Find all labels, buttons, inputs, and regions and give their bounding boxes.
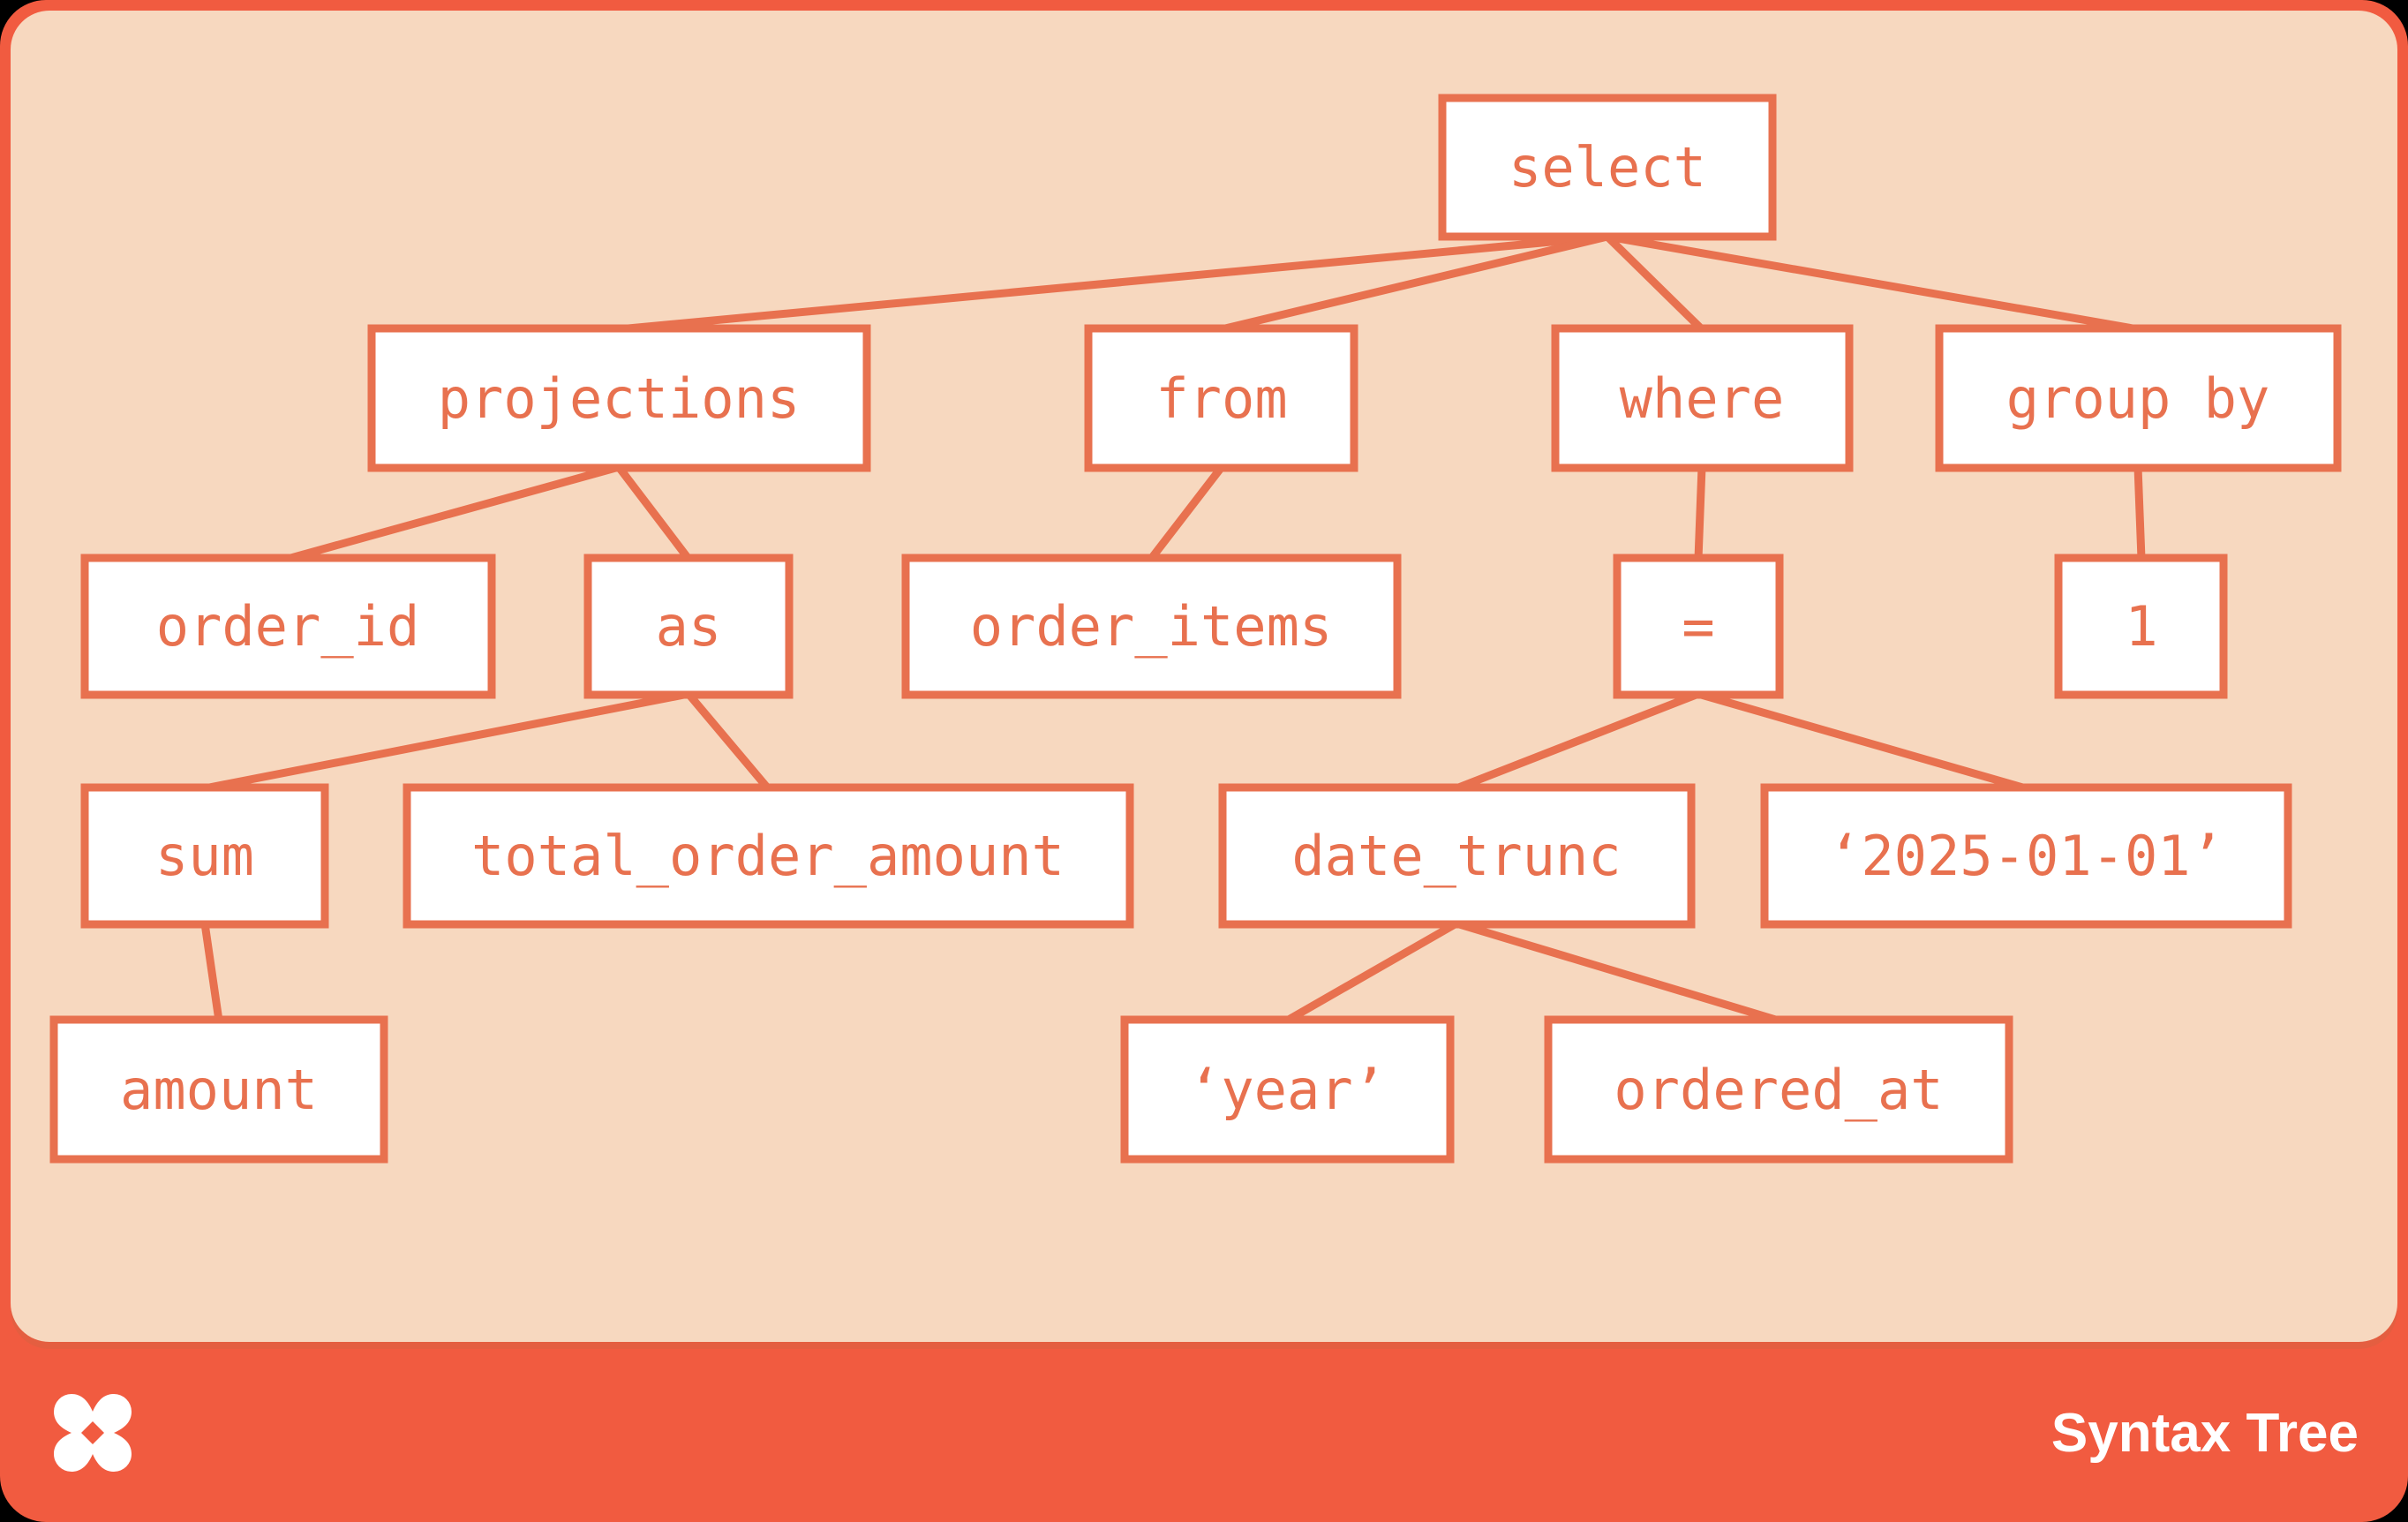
- node-ordered-at-label: ordered_at: [1614, 1058, 1943, 1122]
- node-projections: projections: [367, 324, 871, 472]
- edge-where-eq: [1694, 466, 1706, 560]
- tree-nodes: select projections from where group by o…: [49, 94, 2342, 1164]
- node-amount: amount: [49, 1015, 388, 1164]
- node-as-label: as: [656, 594, 722, 659]
- node-date-trunc-box: [1218, 783, 1696, 929]
- node-order-items-box: [901, 554, 1402, 699]
- edge-select-from: [1220, 232, 1609, 334]
- node-from: from: [1084, 324, 1358, 472]
- node-select-label: select: [1509, 135, 1706, 200]
- node-group-by: group by: [1935, 324, 2342, 472]
- node-eq: =: [1613, 554, 1784, 699]
- node-where: where: [1551, 324, 1854, 472]
- dbt-logo-icon: [54, 1394, 132, 1472]
- node-date-trunc-label: date_trunc: [1291, 824, 1621, 888]
- node-total-order-amount-box: [403, 783, 1134, 929]
- node-projections-box: [367, 324, 871, 472]
- node-sum-label: sum: [155, 824, 254, 888]
- node-total-order-amount: total_order_amount: [403, 783, 1134, 929]
- edge-projections-order-id: [286, 463, 621, 563]
- node-date-literal-box: [1760, 783, 2292, 929]
- tree-edges: [200, 232, 2146, 1025]
- edge-from-order-items: [1148, 464, 1225, 561]
- node-order-id-box: [80, 554, 496, 699]
- node-date-literal: ‘2025-01-01’: [1760, 783, 2292, 929]
- node-as-box: [583, 554, 794, 699]
- node-select: select: [1438, 94, 1777, 241]
- footer-title: Syntax Tree: [2051, 1403, 2359, 1464]
- edge-select-where: [1604, 233, 1705, 333]
- node-year-literal-label: ‘year’: [1188, 1058, 1386, 1122]
- node-group-by-box: [1935, 324, 2342, 472]
- node-ordered-at: ordered_at: [1544, 1015, 2013, 1164]
- node-where-box: [1551, 324, 1854, 472]
- node-date-trunc: date_trunc: [1218, 783, 1696, 929]
- node-sum-box: [80, 783, 329, 929]
- edge-select-projections: [618, 232, 1608, 334]
- edge-as-total-order-amount: [685, 691, 771, 791]
- node-one-box: [2054, 554, 2228, 699]
- edge-select-group-by: [1607, 232, 2139, 334]
- footer: Syntax Tree: [54, 1394, 2359, 1472]
- node-projections-label: projections: [438, 366, 801, 431]
- node-total-order-amount-label: total_order_amount: [471, 824, 1065, 888]
- node-group-by-label: group by: [2006, 366, 2270, 431]
- edge-date-trunc-ordered-at: [1455, 919, 1780, 1025]
- node-one-label: 1: [2125, 594, 2157, 659]
- node-as: as: [583, 554, 794, 699]
- node-where-label: where: [1620, 366, 1785, 431]
- node-from-box: [1084, 324, 1358, 472]
- node-order-id-label: order_id: [156, 594, 420, 659]
- node-order-items: order_items: [901, 554, 1402, 699]
- node-eq-box: [1613, 554, 1784, 699]
- node-eq-label: =: [1682, 594, 1714, 659]
- edge-group-by-one: [2133, 466, 2146, 560]
- node-sum: sum: [80, 783, 329, 929]
- node-amount-label: amount: [120, 1058, 318, 1122]
- node-amount-box: [49, 1015, 388, 1164]
- node-from-label: from: [1155, 366, 1287, 431]
- dbt-logo-path: [54, 1394, 132, 1472]
- edge-projections-as: [615, 464, 692, 561]
- node-select-box: [1438, 94, 1777, 241]
- edge-as-sum: [204, 689, 689, 793]
- node-one: 1: [2054, 554, 2228, 699]
- node-date-literal-label: ‘2025-01-01’: [1828, 824, 2224, 888]
- edge-eq-date-literal: [1697, 689, 2028, 793]
- edge-eq-date-trunc: [1455, 689, 1700, 793]
- node-year-literal: ‘year’: [1120, 1015, 1455, 1164]
- node-year-literal-box: [1120, 1015, 1455, 1164]
- edge-date-trunc-year: [1284, 920, 1459, 1024]
- node-order-id: order_id: [80, 554, 496, 699]
- node-order-items-label: order_items: [970, 594, 1333, 659]
- edge-sum-amount: [200, 923, 223, 1021]
- node-ordered-at-box: [1544, 1015, 2013, 1164]
